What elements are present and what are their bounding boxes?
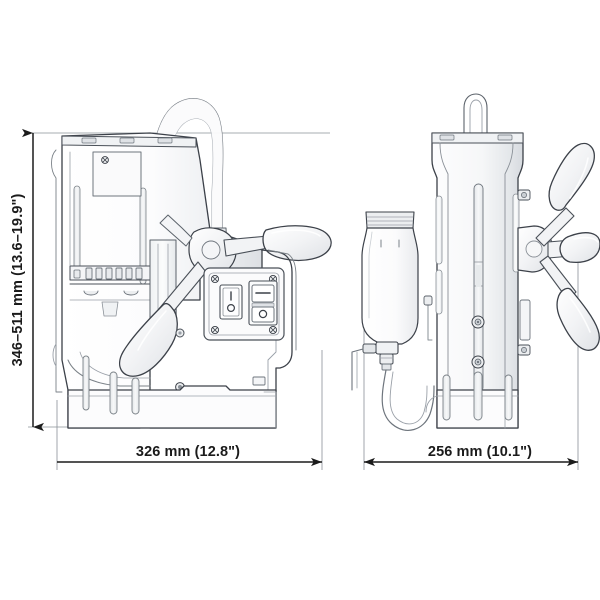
feed-handle-stub xyxy=(159,214,193,247)
cooling-vents xyxy=(69,265,151,317)
panel-screw xyxy=(210,325,220,335)
adjust-screw xyxy=(471,315,485,329)
dimension-width-side-label: 256 mm (10.1") xyxy=(427,444,533,460)
feed-handle-lower xyxy=(119,261,207,377)
adjust-screw xyxy=(471,355,485,369)
gearbox-column xyxy=(431,132,531,429)
hose-clamp xyxy=(423,295,433,306)
panel-screw xyxy=(268,325,278,335)
hose-bracket xyxy=(427,299,433,341)
front-view xyxy=(51,98,332,429)
phillips-screw xyxy=(101,156,109,164)
feed-handle-middle xyxy=(547,232,600,264)
coolant-hose xyxy=(381,369,435,431)
side-view xyxy=(351,93,600,431)
feed-handle-top xyxy=(535,142,595,247)
magnet-push-button-switch[interactable] xyxy=(248,280,278,326)
magnetic-base xyxy=(425,371,519,429)
coolant-bottle xyxy=(361,211,419,345)
name-plate xyxy=(92,151,142,197)
control-panel[interactable] xyxy=(203,267,285,341)
feed-handle-bottom xyxy=(539,255,600,351)
power-cable xyxy=(463,93,488,136)
body-port xyxy=(252,376,266,386)
panel-screw xyxy=(210,274,220,284)
feed-handle-upper xyxy=(223,225,332,262)
side-bolt xyxy=(517,344,531,356)
bottle-cap xyxy=(365,211,415,229)
coolant-valve-tap[interactable] xyxy=(351,341,399,391)
body-bolt xyxy=(175,328,185,338)
dimension-width-front-label: 326 mm (12.8") xyxy=(135,444,241,460)
side-bolt xyxy=(517,189,531,201)
motor-rocker-switch[interactable] xyxy=(219,284,243,320)
magnetic-base xyxy=(67,351,277,429)
dimension-height-label: 346–511 mm (13.6–19.9") xyxy=(10,193,26,367)
